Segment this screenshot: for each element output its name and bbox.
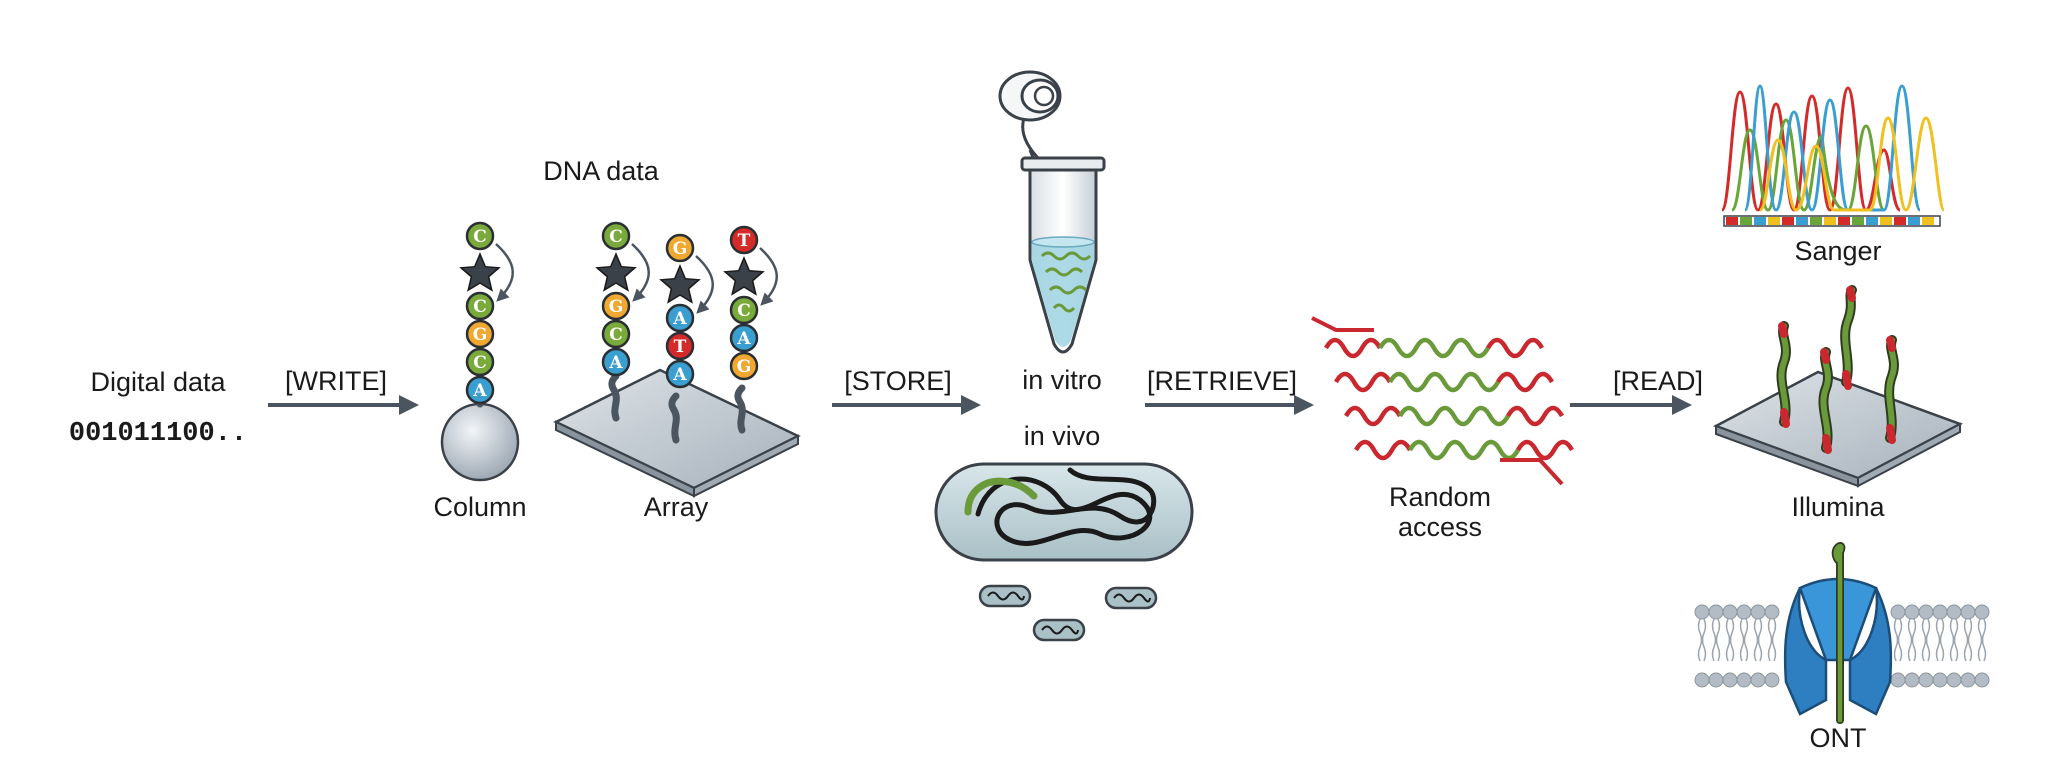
base-a-letter: A: [672, 309, 687, 329]
base-c-circle: [729, 295, 759, 325]
sanger-chromatogram: [1720, 84, 1946, 227]
retrieve-label: [RETRIEVE]: [1147, 366, 1297, 396]
in-vivo-label: in vivo: [1024, 421, 1101, 451]
base-g-circle: [601, 291, 631, 321]
base-g-letter: G: [673, 239, 688, 259]
protecting-group-star: [723, 256, 765, 296]
protecting-group-star: [459, 252, 501, 292]
base-a-circle: [665, 303, 695, 333]
store-label: [STORE]: [844, 366, 952, 396]
base-g-letter: G: [737, 357, 752, 377]
column-bead: [440, 402, 520, 482]
random-access-label-2: access: [1398, 512, 1482, 542]
sanger-label: Sanger: [1794, 236, 1881, 266]
base-a-circle: [465, 375, 495, 405]
column-label: Column: [433, 492, 526, 522]
coupling-arrow-icon: [495, 243, 514, 302]
base-c-letter: C: [473, 353, 487, 373]
base-c-circle: [601, 221, 631, 251]
base-a-letter: A: [472, 381, 487, 401]
base-c-circle: [601, 319, 631, 349]
lipid-membrane: [1694, 604, 1990, 688]
base-g-letter: G: [473, 325, 488, 345]
base-g-circle: [465, 319, 495, 349]
bacterium-cell: [934, 462, 1194, 562]
read-label: [READ]: [1613, 366, 1703, 396]
random-access-label-1: Random: [1389, 482, 1491, 512]
test-tube: [998, 70, 1106, 354]
illumina-flowcell: [1712, 285, 1964, 488]
coupling-arrow-icon: [631, 243, 650, 302]
ont-label: ONT: [1810, 723, 1867, 753]
base-c-circle: [465, 221, 495, 251]
base-g-circle: [729, 351, 759, 381]
base-a-circle: [601, 347, 631, 377]
protecting-group-star: [659, 264, 701, 304]
in-vitro-label: in vitro: [1022, 365, 1102, 395]
base-c-circle: [465, 347, 495, 377]
base-c-letter: C: [737, 301, 751, 321]
base-t-circle: [729, 225, 759, 255]
ont-nanopore: [1694, 542, 1990, 724]
array-label: Array: [644, 492, 709, 522]
coupling-arrow-icon: [695, 255, 714, 314]
dna-data-label: DNA data: [543, 156, 660, 186]
protecting-group-star: [595, 252, 637, 292]
base-c-letter: C: [473, 227, 487, 247]
digital-data-label: Digital data: [90, 367, 226, 397]
array-base-stack-2: G ATA: [659, 233, 714, 389]
base-g-circle: [665, 233, 695, 263]
base-g-letter: G: [609, 297, 624, 317]
binary-data-label: 001011100..: [69, 419, 247, 449]
random-access-strands: [1311, 316, 1574, 486]
base-c-letter: C: [473, 297, 487, 317]
base-a-letter: A: [736, 329, 751, 349]
base-a-letter: A: [608, 353, 623, 373]
base-c-letter: C: [609, 325, 623, 345]
base-a-letter: A: [672, 365, 687, 385]
write-label: [WRITE]: [285, 366, 387, 396]
illumina-label: Illumina: [1791, 492, 1885, 522]
array-base-stack-3: T CAG: [723, 225, 778, 381]
base-t-letter: T: [674, 337, 687, 357]
base-a-circle: [729, 323, 759, 353]
base-t-letter: T: [738, 231, 751, 251]
base-t-circle: [665, 331, 695, 361]
base-c-letter: C: [609, 227, 623, 247]
base-c-circle: [465, 291, 495, 321]
base-a-circle: [665, 359, 695, 389]
small-bacteria: [978, 584, 1158, 642]
coupling-arrow-icon: [759, 247, 778, 306]
